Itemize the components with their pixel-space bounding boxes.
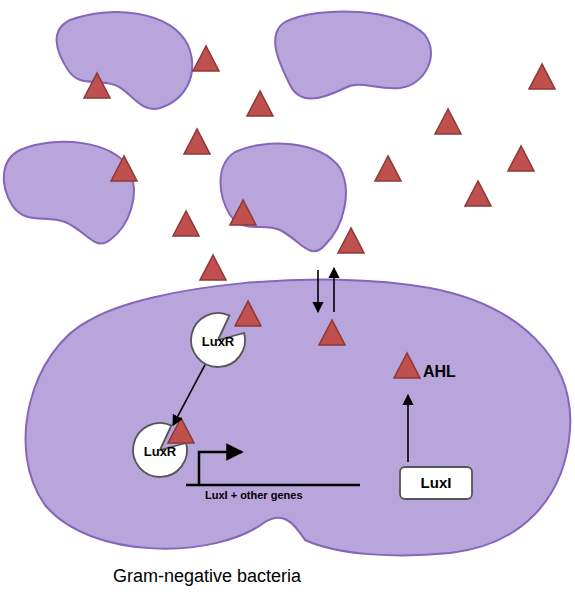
node-text: LuxR bbox=[132, 444, 188, 459]
node-text: Gram-negative bacteria bbox=[113, 566, 301, 587]
node-text: LuxR bbox=[190, 334, 246, 349]
synthase-box: LuxI bbox=[399, 466, 473, 500]
molecule-label: AHL bbox=[423, 363, 456, 381]
neighbor-bacteria bbox=[4, 11, 431, 251]
ahl-molecules bbox=[84, 46, 555, 280]
gene-label: LuxI + other genes bbox=[205, 489, 303, 501]
node-text: LuxI bbox=[399, 474, 473, 491]
